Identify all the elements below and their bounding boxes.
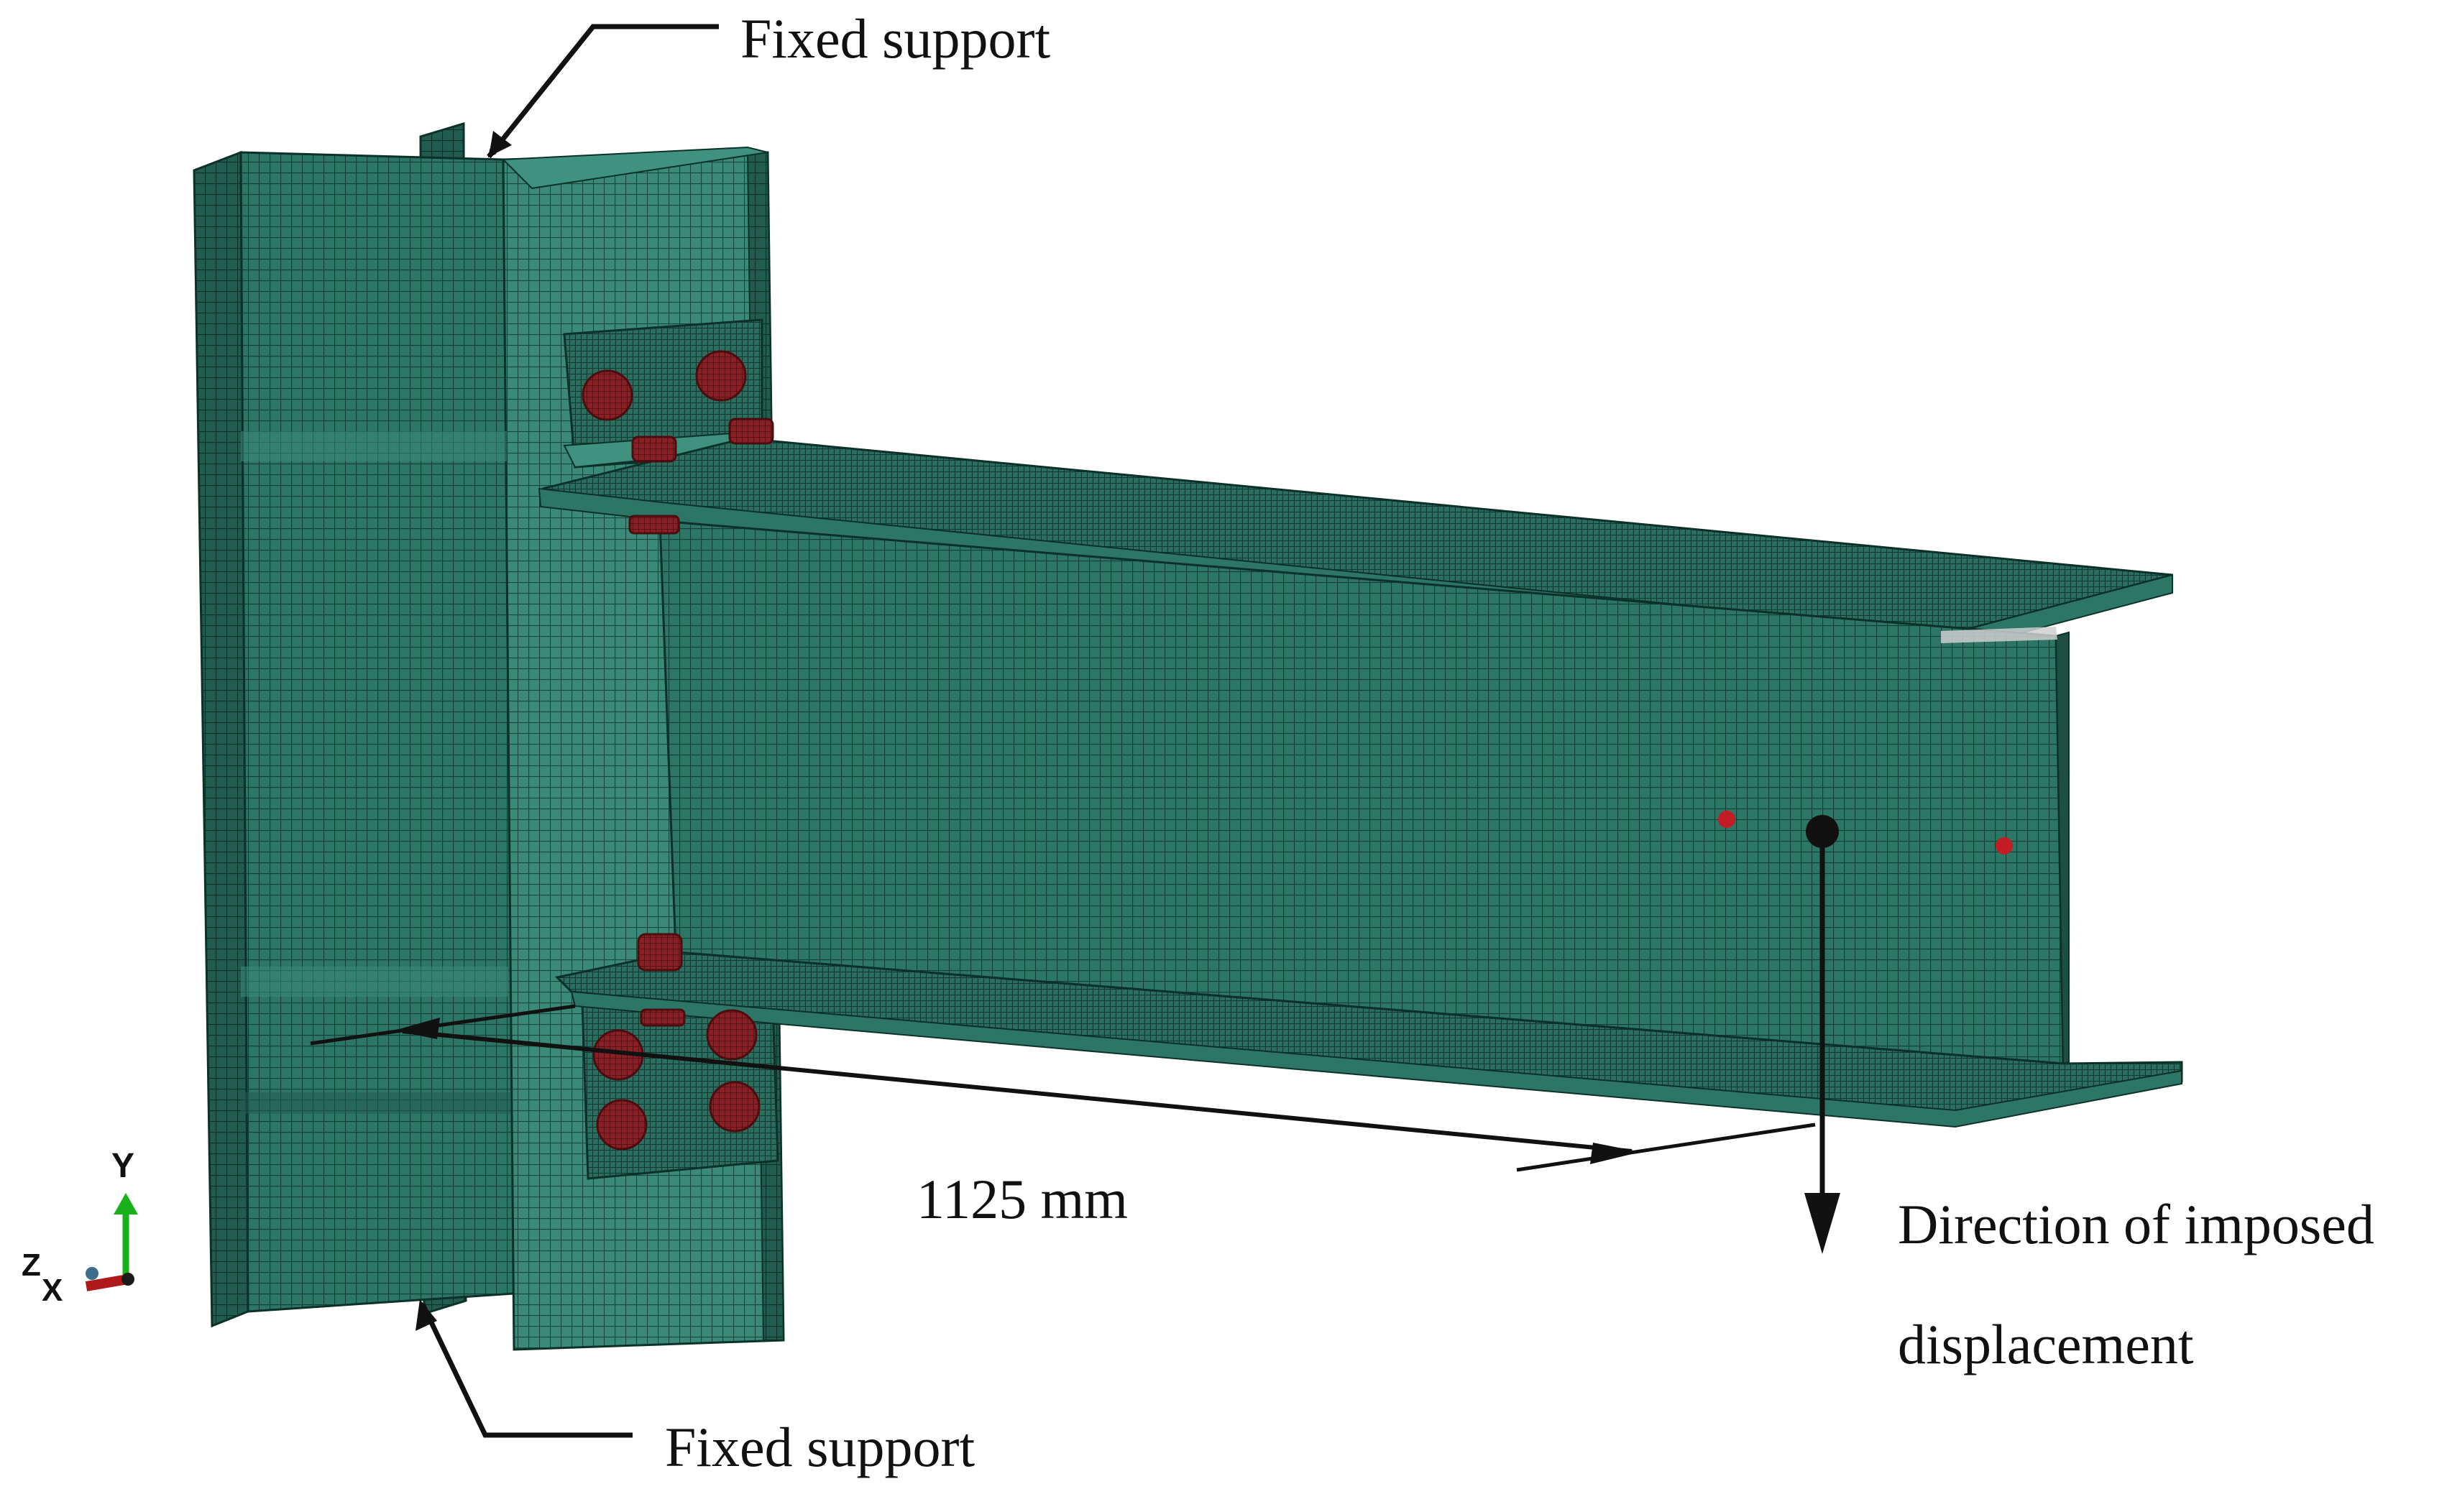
fixed-support-top-annotation: Fixed support (487, 7, 1051, 159)
beam-web-end (2055, 631, 2070, 1065)
dimension-arrow-right-icon (1590, 1143, 1640, 1164)
imposed-displacement-annotation: Direction of imposed displacement (1804, 834, 2374, 1375)
dimension-line (402, 1029, 1633, 1153)
column-front-flange-top (501, 146, 768, 190)
bolt-icon (706, 1009, 758, 1061)
triad-x-label: X (42, 1273, 63, 1308)
beam-member (538, 437, 2183, 1128)
coordinate-triad: Y Z X (22, 1147, 138, 1308)
triad-z-label: Z (22, 1248, 41, 1283)
reference-point-icon (1718, 811, 1735, 828)
bolt-icon (596, 1099, 648, 1151)
bolt-icon (728, 418, 774, 445)
fixed-support-top-label: Fixed support (740, 7, 1051, 70)
bolt-icon (640, 1008, 686, 1027)
leader-arrow-icon (416, 1299, 437, 1331)
bolt-icon (628, 515, 680, 535)
span-dimension-label: 1125 mm (917, 1168, 1128, 1230)
leader-arrow-icon (487, 24, 719, 159)
load-point-icon (1806, 815, 1839, 848)
fixed-support-bottom-label: Fixed support (665, 1416, 975, 1478)
bolt-icon (637, 933, 683, 972)
bolt-icon (631, 435, 677, 463)
fixed-support-bottom-annotation: Fixed support (416, 1299, 975, 1478)
column-left-flange (193, 150, 249, 1328)
span-dimension: 1125 mm (310, 1004, 1816, 1230)
dimension-arrow-left-icon (394, 1018, 440, 1039)
displacement-label-line1: Direction of imposed (1898, 1193, 2374, 1255)
displacement-label-line2: displacement (1898, 1313, 2194, 1375)
bolt-icon (582, 369, 633, 421)
column-web (239, 151, 515, 1313)
triad-y-label: Y (111, 1147, 134, 1185)
bolt-group (582, 350, 774, 1151)
bolt-icon (695, 350, 747, 402)
triad-x-axis-icon (85, 1274, 129, 1291)
reference-point-icon (1996, 837, 2013, 854)
bolt-icon (709, 1081, 761, 1133)
